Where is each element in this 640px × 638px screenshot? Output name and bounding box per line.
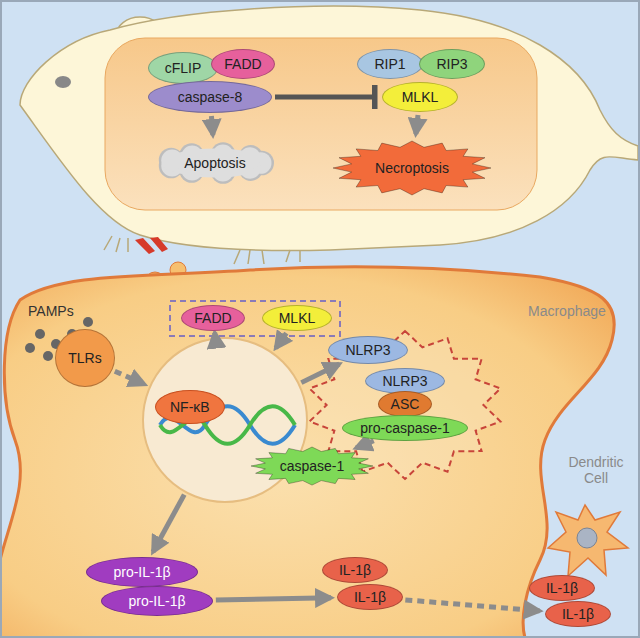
arrow-connector	[115, 371, 145, 384]
ellipse-node: RIP3	[419, 49, 485, 79]
node-label: IL-1β	[562, 606, 594, 622]
node-label: ASC	[391, 396, 420, 412]
ellipse-node: IL-1β	[322, 557, 388, 583]
cell-label: Dendritic Cell	[561, 452, 631, 488]
arrow-connector	[212, 333, 217, 334]
arrow-connector	[276, 333, 287, 348]
cloud-node: Apoptosis	[155, 141, 275, 185]
ellipse-node: NLRP3	[328, 336, 408, 364]
arrow-connector	[211, 116, 212, 135]
macrophage-cell	[0, 267, 614, 638]
ellipse-node: IL-1β	[529, 575, 595, 601]
mouse-paw	[104, 236, 128, 252]
node-label: Necroptosis	[375, 160, 449, 176]
mouse-eye	[55, 76, 71, 88]
node-label: IL-1β	[339, 562, 371, 578]
ellipse-node: TLRs	[55, 329, 114, 387]
node-label: Apoptosis	[184, 155, 245, 171]
ellipse-node: cFLIP	[148, 52, 218, 84]
ellipse-node: caspase-8	[148, 81, 272, 113]
star-node: caspase-1	[250, 446, 374, 486]
ellipse-node: IL-1β	[545, 601, 611, 627]
node-label: RIP1	[374, 56, 405, 72]
dendritic-cell	[548, 505, 628, 576]
mouse-paw	[234, 250, 300, 264]
ellipse-node: pro-IL-1β	[101, 586, 213, 616]
node-label: caspase-8	[178, 89, 243, 105]
ellipse-node: pro-caspase-1	[342, 415, 468, 441]
ellipse-node: ASC	[378, 391, 432, 417]
node-label: pro-IL-1β	[128, 593, 185, 609]
node-label: cFLIP	[165, 60, 202, 76]
ellipse-node: MLKL	[262, 305, 332, 331]
star-node: Necroptosis	[332, 140, 492, 196]
arrow-connector	[356, 441, 374, 448]
arrow-connector	[416, 115, 418, 134]
arrow-connector	[153, 495, 184, 552]
node-label: MLKL	[402, 89, 439, 105]
node-label: FADD	[224, 56, 261, 72]
mouse-body	[20, 6, 638, 250]
inhibition-line	[275, 95, 376, 100]
node-label: IL-1β	[354, 589, 386, 605]
ellipse-node: IL-1β	[337, 584, 403, 610]
arrow-connector	[301, 364, 339, 383]
arrow-connector	[405, 600, 539, 611]
tissue-region	[105, 38, 537, 210]
node-label: MLKL	[279, 310, 316, 326]
mouse-foot	[135, 237, 168, 254]
ellipse-node: FADD	[211, 49, 275, 79]
node-label: NLRP3	[382, 373, 427, 389]
node-label: pro-IL-1β	[113, 564, 170, 580]
ellipse-node: FADD	[181, 305, 245, 331]
node-label: caspase-1	[280, 458, 345, 474]
node-label: FADD	[194, 310, 231, 326]
node-label: Dendritic Cell	[564, 454, 628, 486]
dendritic-nucleus	[577, 528, 597, 548]
node-label: NF-κB	[155, 390, 225, 424]
node-label: NLRP3	[345, 342, 390, 358]
ellipse-node: MLKL	[382, 82, 458, 112]
dashed-group-box	[170, 301, 340, 336]
arrow-connector	[216, 598, 331, 600]
node-label: RIP3	[436, 56, 467, 72]
ellipse-node: RIP1	[357, 49, 423, 79]
node-label: Macrophage	[528, 303, 606, 319]
node-label: IL-1β	[546, 580, 578, 596]
node-label: TLRs	[68, 350, 101, 366]
ellipse-node: pro-IL-1β	[86, 557, 198, 587]
free-label: PAMPs	[28, 303, 74, 319]
node-label: pro-caspase-1	[360, 420, 450, 436]
